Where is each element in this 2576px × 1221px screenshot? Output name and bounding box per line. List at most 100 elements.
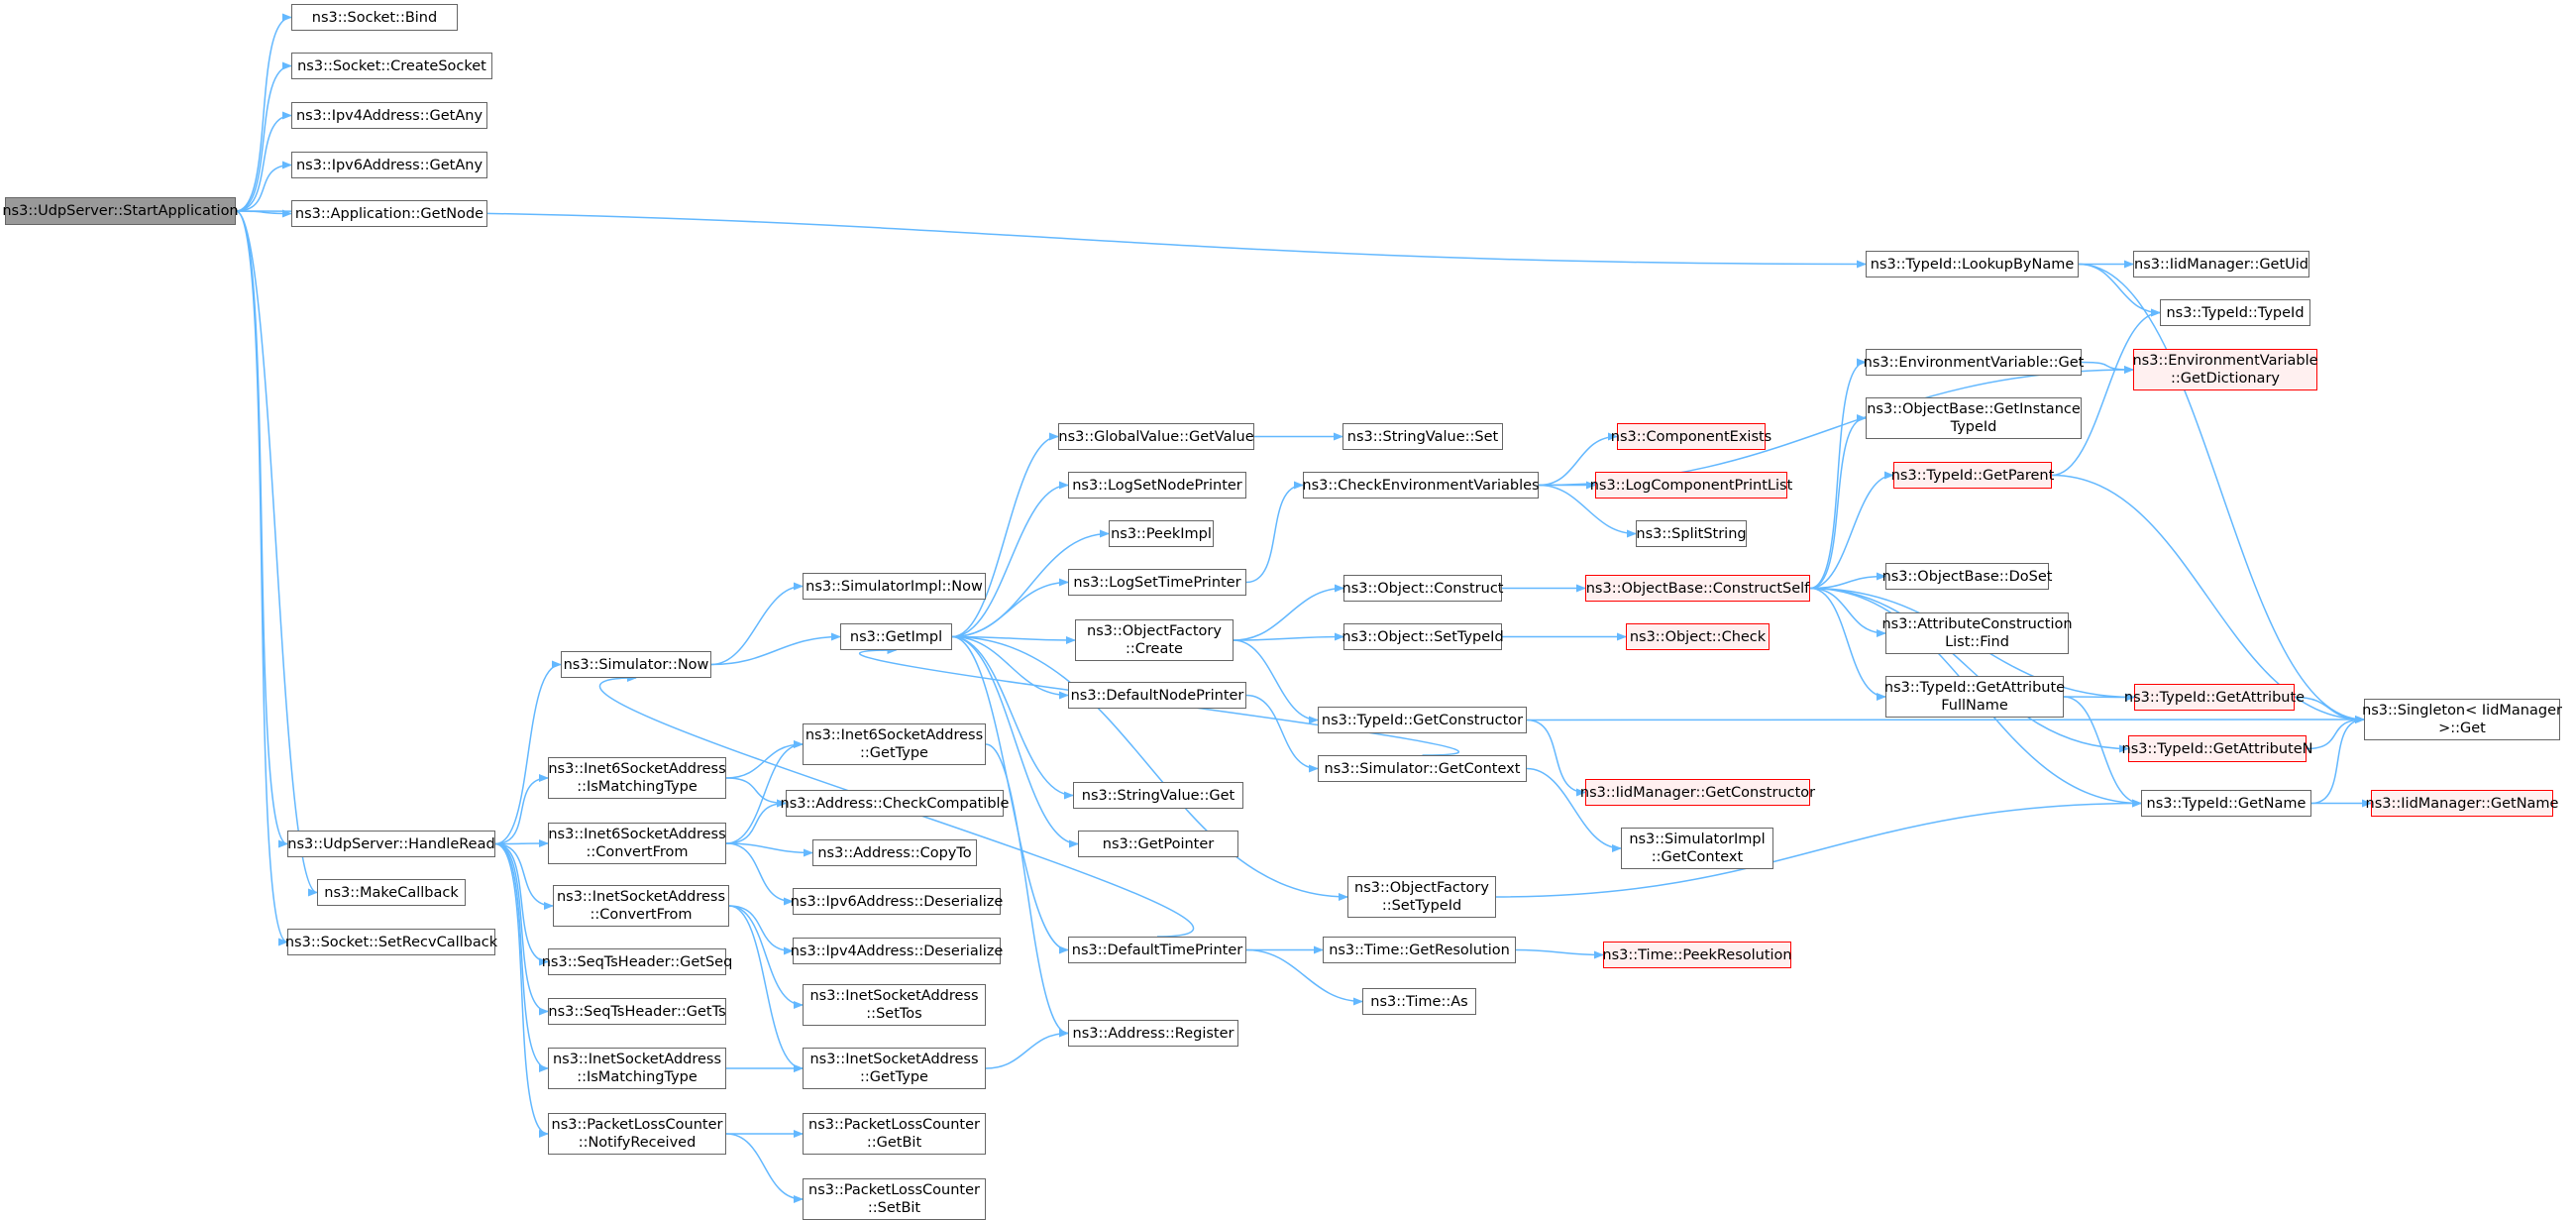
edge-handleread-to-i6sa-ismatch bbox=[494, 774, 549, 845]
node-tid-getctor[interactable]: ns3::TypeId::GetConstructor bbox=[1318, 707, 1527, 733]
node-ipv4-deser[interactable]: ns3::Ipv4Address::Deserialize bbox=[791, 938, 1003, 964]
node-label-line: ns3::Address::CopyTo bbox=[817, 844, 972, 861]
node-getpointer[interactable]: ns3::GetPointer bbox=[1078, 831, 1238, 857]
node-singleton-get[interactable]: ns3::Singleton< IidManager>::Get bbox=[2362, 699, 2562, 740]
node-i6sa-convert[interactable]: ns3::Inet6SocketAddress::ConvertFrom bbox=[548, 823, 726, 864]
node-label-line: ns3::DefaultNodePrinter bbox=[1070, 687, 1244, 704]
node-i6sa-ismatch[interactable]: ns3::Inet6SocketAddress::IsMatchingType bbox=[548, 757, 726, 799]
node-label-line: ns3::TypeId::LookupByName bbox=[1870, 256, 2075, 273]
node-plc-notify[interactable]: ns3::PacketLossCounter::NotifyReceived bbox=[548, 1113, 726, 1155]
node-isa-settos[interactable]: ns3::InetSocketAddress::SetTos bbox=[803, 984, 986, 1026]
node-peekimpl[interactable]: ns3::PeekImpl bbox=[1109, 520, 1214, 547]
node-sock-bind[interactable]: ns3::Socket::Bind bbox=[291, 4, 458, 31]
edge-handleread-to-isa-convert bbox=[494, 842, 554, 910]
node-def-timeprinter[interactable]: ns3::DefaultTimePrinter bbox=[1068, 937, 1246, 963]
edge-isa-convert-to-ipv4-deser bbox=[728, 905, 794, 955]
node-app-node[interactable]: ns3::Application::GetNode bbox=[291, 200, 487, 227]
node-plc-getbit[interactable]: ns3::PacketLossCounter::GetBit bbox=[803, 1113, 986, 1155]
edge-start-to-sock-create bbox=[235, 61, 292, 212]
node-addr-copyto[interactable]: ns3::Address::CopyTo bbox=[812, 839, 977, 866]
edge-i6sa-convert-to-addr-checkcompat bbox=[725, 799, 787, 844]
node-time-getres[interactable]: ns3::Time::GetResolution bbox=[1323, 937, 1516, 963]
node-tid-getname[interactable]: ns3::TypeId::GetName bbox=[2141, 790, 2311, 817]
node-iid-getctor[interactable]: ns3::IidManager::GetConstructor bbox=[1580, 779, 1815, 806]
node-obj-construct[interactable]: ns3::Object::Construct bbox=[1342, 575, 1504, 602]
node-simimpl-now[interactable]: ns3::SimulatorImpl::Now bbox=[803, 573, 986, 600]
node-plc-setbit[interactable]: ns3::PacketLossCounter::SetBit bbox=[803, 1178, 986, 1220]
node-label-line: ns3::Ipv6Address::GetAny bbox=[295, 157, 483, 173]
node-ipv6-any[interactable]: ns3::Ipv6Address::GetAny bbox=[291, 152, 487, 178]
node-of-settypeid[interactable]: ns3::ObjectFactory::SetTypeId bbox=[1347, 876, 1496, 918]
node-split-string[interactable]: ns3::SplitString bbox=[1636, 520, 1747, 547]
node-ob-constructself[interactable]: ns3::ObjectBase::ConstructSelf bbox=[1585, 575, 1810, 602]
node-i6sa-gettype[interactable]: ns3::Inet6SocketAddress::GetType bbox=[803, 723, 986, 765]
node-env-dict[interactable]: ns3::EnvironmentVariable::GetDictionary bbox=[2132, 349, 2318, 390]
node-label-line: ns3::SeqTsHeader::GetTs bbox=[548, 1003, 726, 1020]
node-sv-set[interactable]: ns3::StringValue::Set bbox=[1342, 423, 1503, 450]
node-addr-register[interactable]: ns3::Address::Register bbox=[1068, 1020, 1238, 1047]
node-label-line: ns3::LogSetNodePrinter bbox=[1072, 477, 1242, 494]
node-lookup[interactable]: ns3::TypeId::LookupByName bbox=[1866, 251, 2079, 278]
node-check-env[interactable]: ns3::CheckEnvironmentVariables bbox=[1302, 472, 1540, 499]
node-gv-getvalue[interactable]: ns3::GlobalValue::GetValue bbox=[1058, 423, 1254, 450]
node-typeid-ctor[interactable]: ns3::TypeId::TypeId bbox=[2160, 299, 2310, 326]
node-obj-settypeid[interactable]: ns3::Object::SetTypeId bbox=[1342, 623, 1504, 650]
edge-start-to-lookup bbox=[235, 210, 1867, 269]
node-ipv6-deser[interactable]: ns3::Ipv6Address::Deserialize bbox=[791, 888, 1003, 915]
node-log-timeprinter[interactable]: ns3::LogSetTimePrinter bbox=[1068, 569, 1246, 596]
node-ipv4-any[interactable]: ns3::Ipv4Address::GetAny bbox=[291, 102, 487, 129]
node-time-peekres[interactable]: ns3::Time::PeekResolution bbox=[1602, 942, 1792, 968]
node-label-line: ns3::LogSetTimePrinter bbox=[1073, 574, 1241, 591]
node-comp-exists[interactable]: ns3::ComponentExists bbox=[1611, 423, 1771, 450]
node-typeid-parent[interactable]: ns3::TypeId::GetParent bbox=[1891, 462, 2054, 489]
node-label-line: ns3::EnvironmentVariable bbox=[2132, 353, 2318, 369]
node-isa-gettype[interactable]: ns3::InetSocketAddress::GetType bbox=[803, 1048, 986, 1089]
node-iid-getname[interactable]: ns3::IidManager::GetName bbox=[2366, 790, 2558, 817]
node-getimpl[interactable]: ns3::GetImpl bbox=[840, 623, 952, 650]
edge-i6sa-convert-to-addr-copyto bbox=[725, 842, 813, 857]
node-isa-convert[interactable]: ns3::InetSocketAddress::ConvertFrom bbox=[553, 885, 729, 927]
node-obj-check[interactable]: ns3::Object::Check bbox=[1626, 623, 1770, 650]
node-label-line: ::SetTos bbox=[866, 1006, 922, 1022]
node-label-line: ns3::SeqTsHeader::GetSeq bbox=[541, 953, 733, 970]
node-seq-getts[interactable]: ns3::SeqTsHeader::GetTs bbox=[548, 998, 726, 1025]
node-label-line: ::Create bbox=[1126, 641, 1183, 657]
edge-ob-constructself-to-ob-getinst bbox=[1809, 414, 1867, 590]
node-sock-create[interactable]: ns3::Socket::CreateSocket bbox=[291, 53, 492, 79]
node-sv-get[interactable]: ns3::StringValue::Get bbox=[1073, 782, 1243, 809]
node-tid-getattrn[interactable]: ns3::TypeId::GetAttributeN bbox=[2122, 735, 2313, 762]
node-simimpl-getctx[interactable]: ns3::SimulatorImpl::GetContext bbox=[1621, 828, 1773, 869]
node-log-nodeprinter[interactable]: ns3::LogSetNodePrinter bbox=[1068, 472, 1246, 499]
node-sim-now[interactable]: ns3::Simulator::Now bbox=[561, 651, 711, 678]
node-sim-getcontext[interactable]: ns3::Simulator::GetContext bbox=[1318, 755, 1527, 782]
edge-tid-getattrfull-to-tid-getattr bbox=[2063, 693, 2135, 702]
node-label-line: ns3::Simulator::GetContext bbox=[1324, 760, 1521, 777]
node-label-line: TypeId bbox=[1950, 419, 1997, 435]
node-start[interactable]: ns3::UdpServer::StartApplication bbox=[2, 197, 239, 225]
node-log-comp-print[interactable]: ns3::LogComponentPrintList bbox=[1590, 472, 1792, 499]
node-label-line: ns3::ObjectFactory bbox=[1354, 880, 1489, 896]
node-handleread[interactable]: ns3::UdpServer::HandleRead bbox=[287, 831, 495, 857]
node-tid-getattr[interactable]: ns3::TypeId::GetAttribute bbox=[2124, 684, 2305, 711]
node-ob-doset[interactable]: ns3::ObjectBase::DoSet bbox=[1882, 563, 2052, 590]
edge-isa-convert-to-isa-gettype bbox=[728, 905, 804, 1072]
node-def-nodeprinter[interactable]: ns3::DefaultNodePrinter bbox=[1068, 682, 1246, 709]
node-label-line: ::GetBit bbox=[866, 1135, 922, 1151]
node-sock-setrecv[interactable]: ns3::Socket::SetRecvCallback bbox=[285, 929, 497, 955]
node-of-create[interactable]: ns3::ObjectFactory::Create bbox=[1075, 619, 1234, 661]
node-make-callback[interactable]: ns3::MakeCallback bbox=[317, 879, 466, 906]
node-label-line: ns3::PacketLossCounter bbox=[551, 1117, 723, 1133]
node-iid-uid[interactable]: ns3::IidManager::GetUid bbox=[2133, 251, 2309, 278]
node-addr-checkcompat[interactable]: ns3::Address::CheckCompatible bbox=[781, 790, 1009, 817]
edge-getimpl-to-sv-get bbox=[951, 635, 1074, 800]
node-label-line: ns3::PeekImpl bbox=[1111, 525, 1212, 542]
node-time-as[interactable]: ns3::Time::As bbox=[1362, 988, 1476, 1015]
node-env-get[interactable]: ns3::EnvironmentVariable::Get bbox=[1864, 349, 2084, 376]
node-seq-getseq[interactable]: ns3::SeqTsHeader::GetSeq bbox=[542, 948, 732, 975]
edge-ob-constructself-to-tid-getattrn bbox=[1809, 587, 2129, 753]
node-isa-ismatch[interactable]: ns3::InetSocketAddress::IsMatchingType bbox=[548, 1048, 726, 1089]
